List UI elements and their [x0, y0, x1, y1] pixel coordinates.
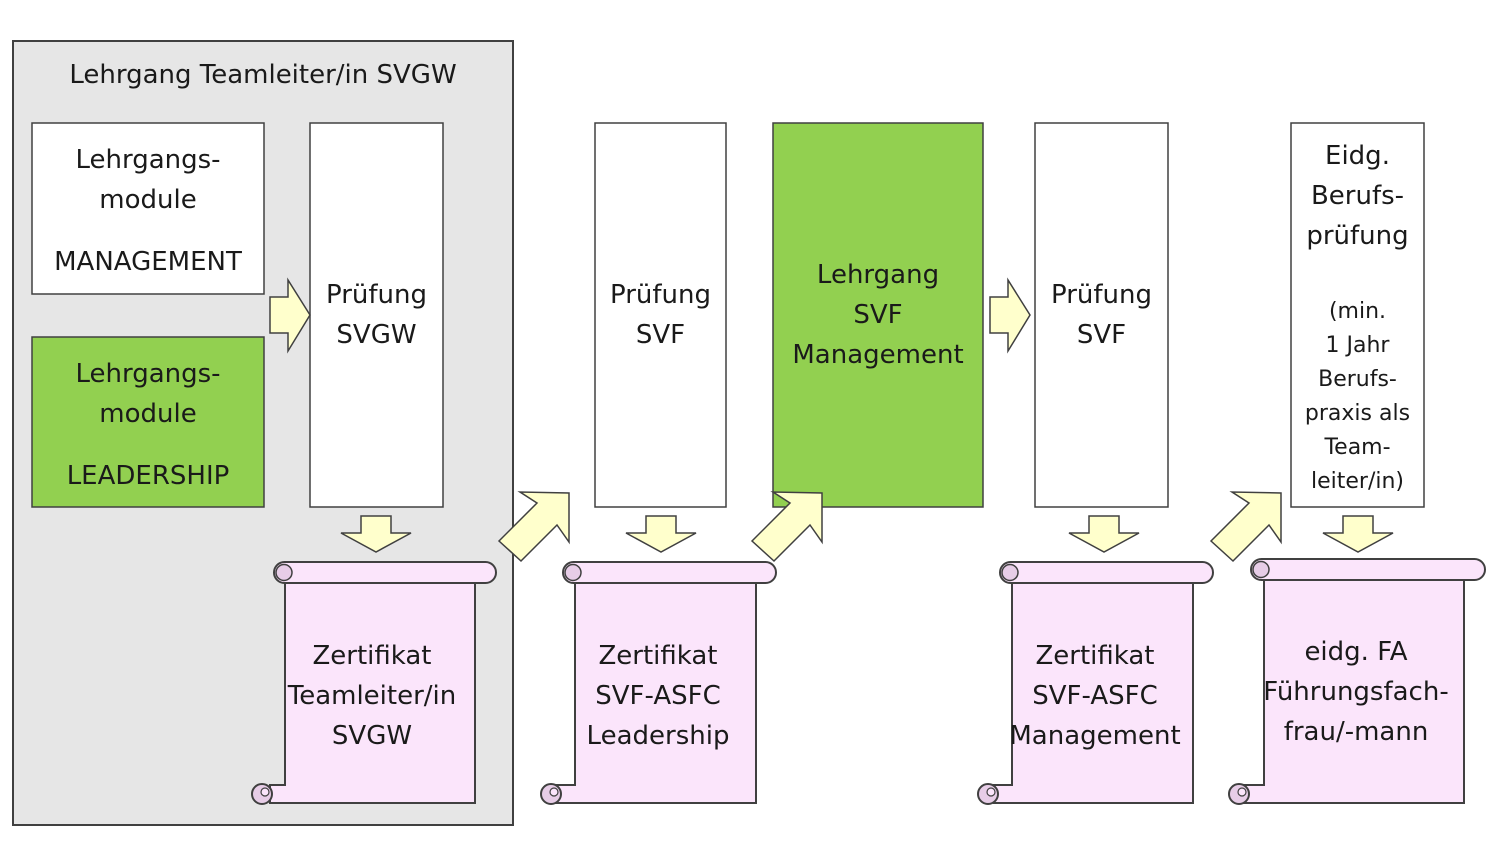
arrow-down-4 [1322, 515, 1394, 553]
federal-exam-note-line-1: (min. [1328, 299, 1387, 324]
federal-exam-line-2: Berufs- [1310, 181, 1405, 211]
module-management-line-3: MANAGEMENT [54, 246, 242, 277]
certificate-scroll-2 [540, 561, 777, 805]
diploma-label: eidg. FA Führungsfach- frau/-mann [1246, 632, 1466, 752]
federal-exam-note-line-6: leiter/in) [1310, 469, 1405, 494]
exam-svgw-line-1: Prüfung [325, 280, 427, 310]
federal-exam-line-1: Eidg. [1325, 141, 1390, 171]
arrow-diagonal-1 [497, 491, 570, 563]
exam-svgw-label: Prüfung SVGW [310, 275, 443, 355]
federal-exam-box [1290, 122, 1425, 508]
federal-exam-line-3: prüfung [1306, 221, 1409, 251]
module-leadership-box [31, 336, 265, 508]
certificate-management-line-2: SVF-ASFC [1032, 681, 1158, 711]
arrow-diagonal-3 [1209, 491, 1282, 563]
exam-svgw-box [309, 122, 444, 508]
course-svf-management-line-2: SVF [853, 300, 903, 330]
diploma-line-1: eidg. FA [1304, 637, 1408, 667]
module-management-line-2: module [99, 184, 197, 215]
federal-exam-note: (min. 1 Jahr Berufs- praxis als Team- le… [1291, 295, 1424, 499]
exam-svgw-line-2: SVGW [336, 320, 417, 350]
module-management-line-1: Lehrgangs- [75, 144, 221, 175]
exam-svf-1-line-1: Prüfung [609, 280, 711, 310]
course-svf-management-box [772, 122, 984, 508]
certificate-scroll-3 [977, 561, 1214, 805]
arrow-down-2 [625, 515, 697, 553]
federal-exam-note-line-5: Team- [1324, 435, 1391, 460]
module-leadership-line-1: Lehrgangs- [75, 358, 221, 389]
course-svf-management-label: Lehrgang SVF Management [773, 255, 983, 375]
certificate-leadership-line-1: Zertifikat [598, 641, 718, 671]
module-leadership-line-2: module [99, 398, 197, 429]
certificate-leadership-line-3: Leadership [586, 721, 730, 751]
certificate-leadership-label: Zertifikat SVF-ASFC Leadership [558, 636, 758, 756]
certificate-teamleiter-line-3: SVGW [331, 721, 413, 751]
certificate-management-line-1: Zertifikat [1035, 641, 1155, 671]
certificate-teamleiter-label: Zertifikat Teamleiter/in SVGW [272, 636, 472, 756]
diploma-line-2: Führungsfach- [1263, 677, 1449, 707]
course-svf-management-line-3: Management [792, 340, 964, 370]
module-leadership-label: Lehrgangs- module LEADERSHIP [32, 352, 264, 497]
arrow-right-1 [269, 277, 311, 354]
module-management-label: Lehrgangs- module MANAGEMENT [32, 138, 264, 283]
federal-exam-note-line-3: Berufs- [1318, 367, 1397, 392]
module-leadership-line-3: LEADERSHIP [66, 460, 230, 491]
certificate-leadership-line-2: SVF-ASFC [595, 681, 721, 711]
exam-svf-1-line-2: SVF [635, 320, 686, 350]
course-svf-management-line-1: Lehrgang [816, 260, 940, 290]
certificate-management-line-3: Management [1009, 721, 1181, 751]
exam-svf-2-line-2: SVF [1076, 320, 1127, 350]
exam-svf-1-label: Prüfung SVF [595, 275, 726, 355]
arrow-down-1 [340, 515, 412, 553]
arrow-diagonal-2 [750, 491, 823, 563]
certificate-scroll-1 [251, 561, 497, 805]
exam-svf-2-line-1: Prüfung [1050, 280, 1152, 310]
certificate-teamleiter-line-2: Teamleiter/in [287, 681, 457, 711]
arrow-right-2 [989, 277, 1031, 354]
arrow-down-3 [1068, 515, 1140, 553]
diploma-line-3: frau/-mann [1283, 717, 1429, 747]
exam-svf-2-box [1034, 122, 1169, 508]
group-title: Lehrgang Teamleiter/in SVGW [13, 52, 513, 98]
module-management-box [31, 122, 265, 295]
exam-svf-2-label: Prüfung SVF [1035, 275, 1168, 355]
certificate-teamleiter-line-1: Zertifikat [312, 641, 432, 671]
group-title-text: Lehrgang Teamleiter/in SVGW [69, 60, 457, 90]
exam-svf-1-box [594, 122, 727, 508]
federal-exam-note-line-4: praxis als [1304, 401, 1411, 426]
federal-exam-label: Eidg. Berufs- prüfung [1291, 136, 1424, 256]
federal-exam-note-line-2: 1 Jahr [1325, 333, 1390, 358]
certificate-management-label: Zertifikat SVF-ASFC Management [995, 636, 1195, 756]
diploma-scroll [1228, 558, 1486, 805]
